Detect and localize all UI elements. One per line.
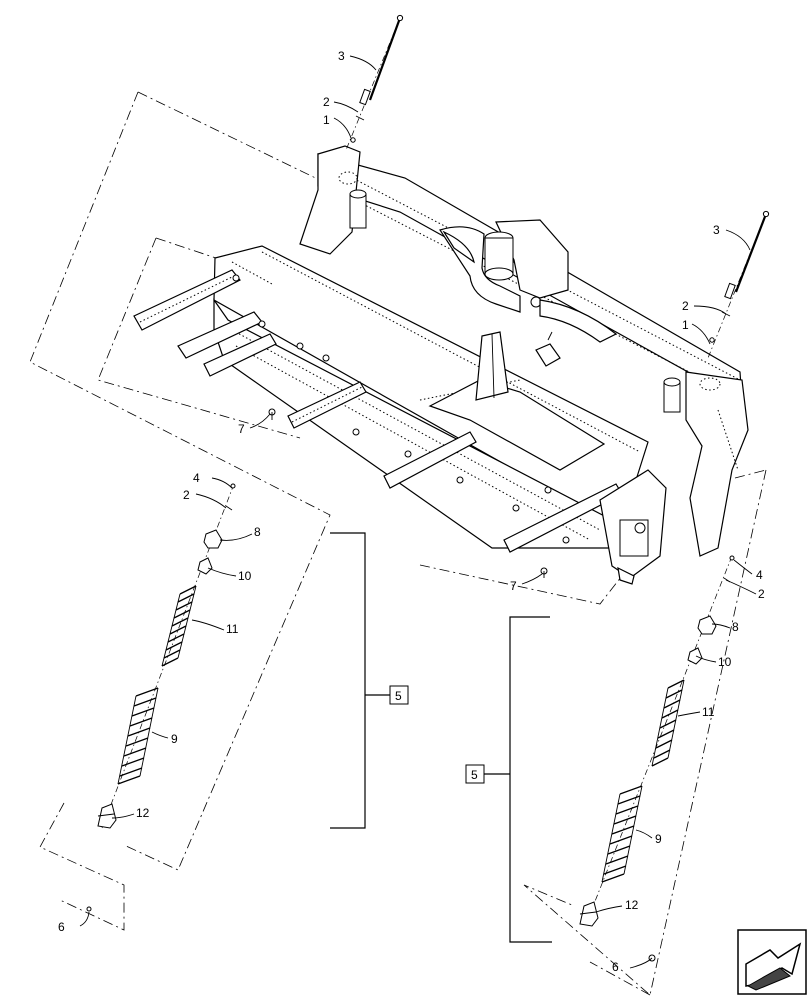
- callout-4-right: 4: [756, 568, 763, 582]
- bolt-7-left: [268, 408, 276, 420]
- callout-6-right: 6: [612, 960, 619, 974]
- next-page-arrow-icon[interactable]: [737, 929, 807, 995]
- callout-3-left: 3: [338, 49, 345, 63]
- callout-labels: 3 2 1 3 2 1 7 4 2 8 10 11 9 12 5 6 7 4 2…: [58, 49, 765, 974]
- callout-10-left: 10: [238, 569, 252, 583]
- callout-5-right: 5: [471, 768, 478, 782]
- callout-2-right-top: 2: [682, 299, 689, 313]
- bolt-7-right: [540, 567, 548, 578]
- callout-9-left: 9: [171, 732, 178, 746]
- assembly-envelope-right: [523, 469, 767, 996]
- callout-8-left: 8: [254, 525, 261, 539]
- leader-lines: [79, 55, 757, 969]
- callout-8-right: 8: [732, 620, 739, 634]
- callout-4-left: 4: [193, 471, 200, 485]
- callout-1-left: 1: [323, 113, 330, 127]
- callout-6-left: 6: [58, 920, 65, 934]
- pin-6-left: [86, 906, 92, 912]
- callout-5-left: 5: [395, 689, 402, 703]
- main-frame: [133, 145, 749, 585]
- callout-2-left-top: 2: [323, 95, 330, 109]
- callout-2-left-mid: 2: [183, 488, 190, 502]
- group-bracket-left: [330, 532, 409, 829]
- callout-7-left: 7: [238, 422, 245, 436]
- rod-top-right: [707, 210, 770, 359]
- callout-3-right: 3: [713, 223, 720, 237]
- callout-7-right: 7: [510, 579, 517, 593]
- callout-2-right-mid: 2: [758, 587, 765, 601]
- assembly-envelope-left: [29, 91, 331, 931]
- sub-assembly-outline: [97, 237, 651, 605]
- callout-11-left: 11: [226, 622, 239, 636]
- callout-9-right: 9: [655, 832, 662, 846]
- callout-10-right: 10: [718, 655, 732, 669]
- callout-12-right: 12: [625, 898, 639, 912]
- spring-stack-left: [97, 483, 236, 829]
- callout-1-right: 1: [682, 318, 689, 332]
- callout-11-right: 11: [702, 705, 715, 719]
- group-bracket-right: [465, 616, 552, 943]
- spring-stack-right: [579, 555, 735, 927]
- callout-12-left: 12: [136, 806, 150, 820]
- rod-top-left: [345, 14, 404, 151]
